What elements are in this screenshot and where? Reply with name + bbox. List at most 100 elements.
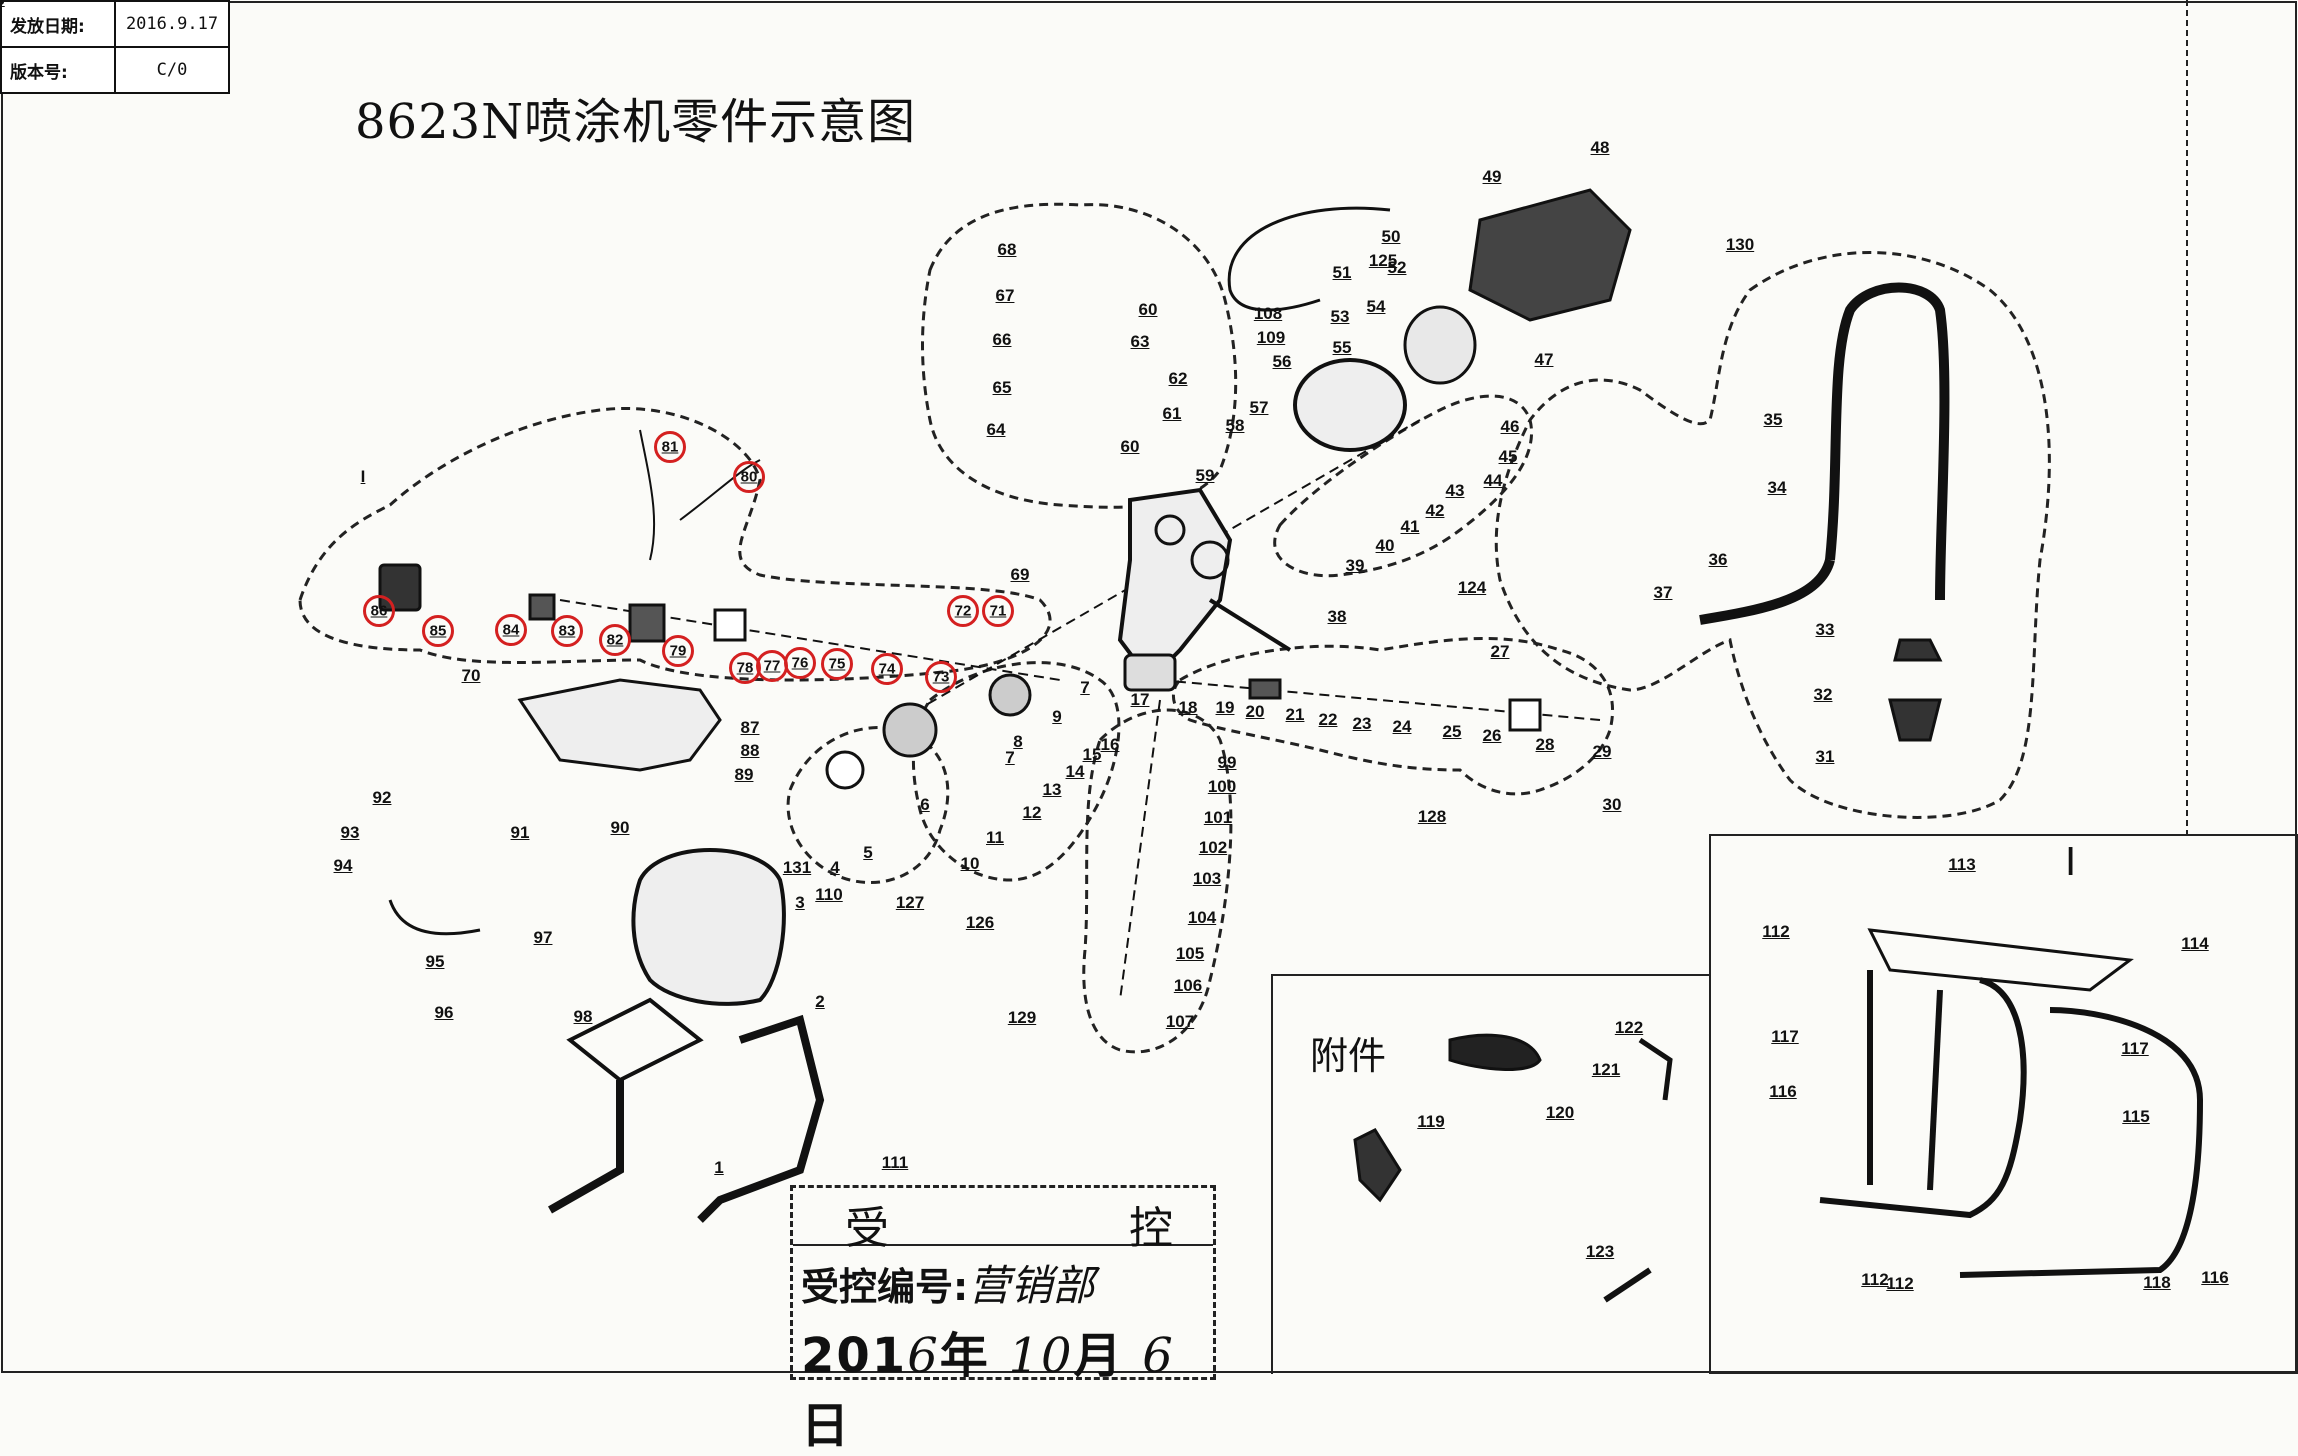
stamp-year-last: 6 xyxy=(907,1328,940,1384)
part-label: 20 xyxy=(1245,702,1265,721)
part-label: 98 xyxy=(573,1007,593,1026)
part-label: 23 xyxy=(1352,714,1372,733)
part-label: 128 xyxy=(1417,807,1447,826)
part-label: 3 xyxy=(795,893,805,912)
part-label: 124 xyxy=(1457,578,1487,597)
highlighted-part-number: 76 xyxy=(791,654,809,672)
highlighted-part-label: 77 xyxy=(756,650,788,682)
detail-part-label: 113 xyxy=(1948,855,1976,874)
accessory-title: 附件 xyxy=(1310,1034,1387,1078)
part-label: 16 xyxy=(1100,735,1120,754)
part-label: 34 xyxy=(1767,478,1787,497)
part-label: 11 xyxy=(986,828,1004,847)
part-label: 52 xyxy=(1387,258,1407,277)
highlighted-part-label: 76 xyxy=(784,647,816,679)
part-label: 42 xyxy=(1425,501,1445,520)
detail-part-label: 112 xyxy=(1886,1274,1914,1293)
accessory-drawing xyxy=(1353,1033,1673,1303)
part-label: 99 xyxy=(1217,753,1237,772)
part-label: 15 xyxy=(1082,745,1102,764)
part-label: 70 xyxy=(461,666,481,685)
part-label: 24 xyxy=(1392,717,1412,736)
part-label: 26 xyxy=(1482,726,1502,745)
highlighted-part-number: 79 xyxy=(669,642,687,660)
highlighted-part-label: 85 xyxy=(422,615,454,647)
part-label: I xyxy=(360,467,366,486)
part-label: 55 xyxy=(1332,338,1352,357)
highlighted-part-label: 71 xyxy=(982,595,1014,627)
detail-part-label: 117 xyxy=(1771,1027,1799,1046)
highlighted-part-number: 74 xyxy=(878,660,896,678)
accessory-part-label: 122 xyxy=(1614,1018,1644,1037)
accessory-part-label: 119 xyxy=(1417,1112,1445,1131)
detail-box xyxy=(1709,834,2298,1374)
part-label: 19 xyxy=(1215,698,1235,717)
highlighted-part-label: 75 xyxy=(821,648,853,680)
part-label: 49 xyxy=(1482,167,1502,186)
part-label: 108 xyxy=(1253,304,1283,323)
highlighted-part-label: 86 xyxy=(363,595,395,627)
detail-part-label: 115 xyxy=(2122,1107,2150,1126)
highlighted-part-label: 83 xyxy=(551,615,583,647)
part-label: 4 xyxy=(830,858,840,877)
part-label: 5 xyxy=(863,843,873,862)
stamp-day: 6 xyxy=(1142,1328,1175,1384)
part-label: 40 xyxy=(1375,536,1395,555)
part-label: 97 xyxy=(533,928,553,947)
part-label: 107 xyxy=(1165,1012,1195,1031)
highlighted-part-number: 78 xyxy=(736,659,754,677)
highlighted-part-number: 85 xyxy=(429,622,447,640)
part-label: 45 xyxy=(1498,447,1518,466)
part-label: 95 xyxy=(425,952,445,971)
part-label: 54 xyxy=(1366,297,1386,316)
part-label: 8 xyxy=(1013,732,1023,751)
detail-part-label: 112 xyxy=(1762,922,1790,941)
part-label: 63 xyxy=(1130,332,1150,351)
part-label: 14 xyxy=(1065,762,1085,781)
part-label: 6 xyxy=(920,795,930,814)
detail-part-label: 118 xyxy=(2143,1273,2171,1292)
highlighted-part-number: 72 xyxy=(954,602,972,620)
part-label: 29 xyxy=(1592,742,1612,761)
part-label: 28 xyxy=(1535,735,1555,754)
part-label: 22 xyxy=(1318,710,1338,729)
detail-drawing xyxy=(1819,928,2204,1278)
part-label: 44 xyxy=(1483,471,1503,490)
part-label: 47 xyxy=(1534,350,1554,369)
part-label: 92 xyxy=(372,788,392,807)
part-label: 110 xyxy=(815,885,843,904)
part-label: 39 xyxy=(1345,556,1365,575)
part-label: 9 xyxy=(1052,707,1062,726)
parts-drawing xyxy=(378,188,1950,1223)
stamp-day-char: 日 xyxy=(801,1398,852,1454)
detail-part-label: 117 xyxy=(2121,1039,2149,1058)
detail-part-label: 116 xyxy=(1769,1082,1797,1101)
part-label: 56 xyxy=(1272,352,1292,371)
highlighted-part-number: 86 xyxy=(370,602,388,620)
part-label: 62 xyxy=(1168,369,1188,388)
part-label: 27 xyxy=(1490,642,1510,661)
part-label: 64 xyxy=(986,420,1006,439)
stamp-control-label: 受控编号: xyxy=(801,1265,969,1309)
part-label: 102 xyxy=(1198,838,1228,857)
group-124-outline xyxy=(298,407,1052,682)
part-label: 60 xyxy=(1138,300,1158,319)
part-label: 21 xyxy=(1285,705,1305,724)
part-label: 46 xyxy=(1500,417,1520,436)
part-label: 33 xyxy=(1815,620,1835,639)
part-label: 67 xyxy=(995,286,1015,305)
part-label: 12 xyxy=(1022,803,1042,822)
detail-part-label: 112 xyxy=(1861,1270,1889,1289)
part-label: 10 xyxy=(960,854,980,873)
accessory-part-label: 121 xyxy=(1591,1060,1621,1079)
stamp-year: 201 xyxy=(801,1328,908,1384)
control-stamp: 受 控 受控编号:营销部 2016年 10月 6日 xyxy=(790,1185,1216,1454)
part-label: 36 xyxy=(1708,550,1728,569)
issue-date-label: 发放日期: xyxy=(0,0,116,48)
part-label: 94 xyxy=(333,856,353,875)
part-label: 35 xyxy=(1763,410,1783,429)
stamp-year-char: 年 xyxy=(939,1328,990,1384)
part-label: 50 xyxy=(1381,227,1401,246)
detail-title: I xyxy=(2065,840,2077,884)
part-label: 66 xyxy=(992,330,1012,349)
